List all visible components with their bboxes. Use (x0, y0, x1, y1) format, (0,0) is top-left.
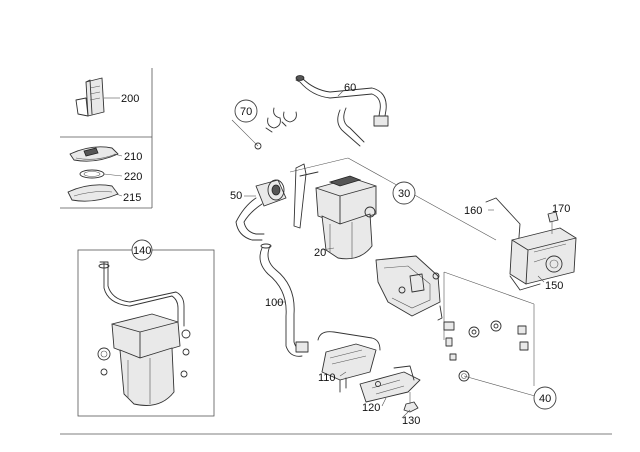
part-100-hose[interactable] (259, 243, 309, 357)
part-210-cover[interactable] (69, 146, 119, 162)
callout-120[interactable]: 120 (362, 402, 380, 414)
callout-circle-30 (392, 181, 416, 205)
callout-20[interactable]: 20 (314, 247, 326, 259)
part-215-lower-cover[interactable] (67, 184, 119, 202)
callout-50[interactable]: 50 (230, 190, 242, 202)
callout-130[interactable]: 130 (402, 415, 420, 427)
callout-circle-70 (234, 99, 258, 123)
part-20-heater-unit[interactable] (315, 175, 377, 260)
part-110-silencer[interactable] (317, 331, 381, 393)
callout-200[interactable]: 200 (121, 93, 139, 105)
callout-40[interactable]: 40 (539, 393, 551, 405)
part-200-module-bracket[interactable] (75, 77, 105, 117)
part-50-intake-hose[interactable] (235, 179, 287, 241)
callout-150[interactable]: 150 (545, 280, 563, 292)
callout-30[interactable]: 30 (398, 188, 410, 200)
callout-210[interactable]: 210 (124, 151, 142, 163)
callout-215[interactable]: 215 (123, 192, 141, 204)
callout-170[interactable]: 170 (552, 203, 570, 215)
callout-circle-40 (533, 386, 557, 410)
part-70-clips[interactable] (231, 107, 297, 150)
part-40-fastener-set[interactable] (443, 271, 543, 399)
callout-110[interactable]: 110 (318, 372, 336, 384)
callout-220[interactable]: 220 (124, 171, 142, 183)
callout-160[interactable]: 160 (464, 205, 482, 217)
leader-lines (103, 89, 545, 419)
part-60-pipe[interactable] (295, 75, 389, 147)
part-130-nut[interactable] (403, 392, 419, 413)
callout-100[interactable]: 100 (265, 297, 283, 309)
part-30-bracket[interactable] (289, 157, 497, 241)
callout-70[interactable]: 70 (240, 106, 252, 118)
part-120-plate[interactable] (359, 365, 421, 403)
part-220-seal[interactable] (79, 169, 105, 179)
part-30-carrier[interactable] (375, 255, 443, 321)
callout-60[interactable]: 60 (344, 82, 356, 94)
part-140-heater-assembly[interactable] (97, 261, 191, 406)
callout-140[interactable]: 140 (133, 245, 151, 257)
callout-circle-140 (131, 239, 153, 261)
part-150-right-bracket[interactable] (485, 197, 577, 291)
